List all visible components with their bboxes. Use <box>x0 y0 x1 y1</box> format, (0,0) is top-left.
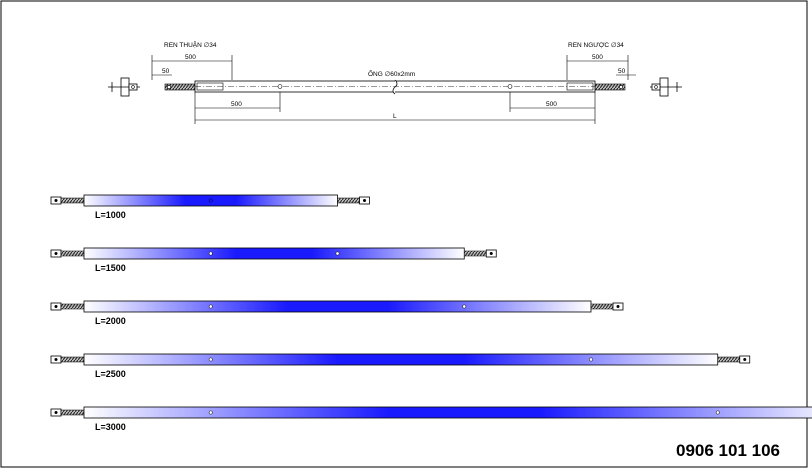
rod-hole-1 <box>335 251 340 256</box>
rod-1500: L=1500 <box>50 247 497 273</box>
left-end-fitting <box>108 77 140 97</box>
rod-2500: L=2500 <box>50 353 751 379</box>
right-thread-label: REN NGƯỢC ∅34 <box>568 42 624 49</box>
rod-label: L=3000 <box>95 422 126 432</box>
detailed-pipe <box>164 79 626 95</box>
dim-50-left: 50 <box>162 68 170 75</box>
dim-50-right: 50 <box>618 68 626 75</box>
rod-right-thread <box>590 303 614 310</box>
rod-right-thread <box>337 197 360 204</box>
rod-hole-center <box>208 198 213 203</box>
rod-right-end-hole <box>363 199 366 202</box>
rod-left-thread <box>60 197 85 204</box>
dim-500-top-left: 500 <box>185 54 196 61</box>
rod-label: L=1000 <box>95 210 126 220</box>
rod-tube <box>83 247 465 260</box>
rod-1000: L=1000 <box>50 194 370 220</box>
rod-right-thread <box>717 356 740 363</box>
rod-left-end-hole <box>54 411 58 414</box>
rod-hole-0 <box>208 251 213 256</box>
dim-500-bottom-right: 500 <box>546 101 557 108</box>
rod-left-end-hole <box>54 252 58 255</box>
rod-left-end-hole <box>54 358 58 361</box>
rod-right-end-hole <box>616 305 620 308</box>
dim-500-bottom-left: 500 <box>231 101 242 108</box>
dim-L: L <box>393 113 397 120</box>
rod-left-end-hole <box>54 305 58 308</box>
technical-drawing: REN THUẬN ∅34 REN NGƯỢC ∅34 500 500 50 5… <box>108 40 682 124</box>
phone-number: 0906 101 106 <box>676 441 780 460</box>
rod-hole-0 <box>208 410 213 415</box>
rod-tube <box>83 353 719 366</box>
rod-right-end-hole <box>489 252 493 255</box>
rod-right-thread <box>464 250 487 257</box>
rod-3000: L=3000 <box>50 406 812 432</box>
rod-hole-1 <box>589 357 593 362</box>
rod-hole-1 <box>715 410 720 415</box>
rod-label: L=2000 <box>95 316 126 326</box>
rod-label: L=1500 <box>95 263 126 273</box>
rod-left-thread <box>60 303 85 310</box>
rod-left-thread <box>60 356 85 363</box>
pipe-label: ỐNG ∅60x2mm <box>368 68 415 78</box>
rod-hole-0 <box>208 357 213 362</box>
rod-right-end-hole <box>743 358 747 361</box>
rod-hole-0 <box>208 304 213 309</box>
rod-tube <box>83 406 812 419</box>
rod-left-thread <box>60 409 85 416</box>
rod-hole-1 <box>462 304 467 309</box>
rod-left-thread <box>60 250 85 257</box>
rod-left-end-hole <box>54 199 58 202</box>
rod-2000: L=2000 <box>50 300 624 326</box>
right-end-fitting <box>650 77 682 97</box>
rod-tube <box>83 300 592 313</box>
dim-500-top-right: 500 <box>592 54 603 61</box>
left-thread-label: REN THUẬN ∅34 <box>164 40 217 49</box>
rod-label: L=2500 <box>95 369 126 379</box>
